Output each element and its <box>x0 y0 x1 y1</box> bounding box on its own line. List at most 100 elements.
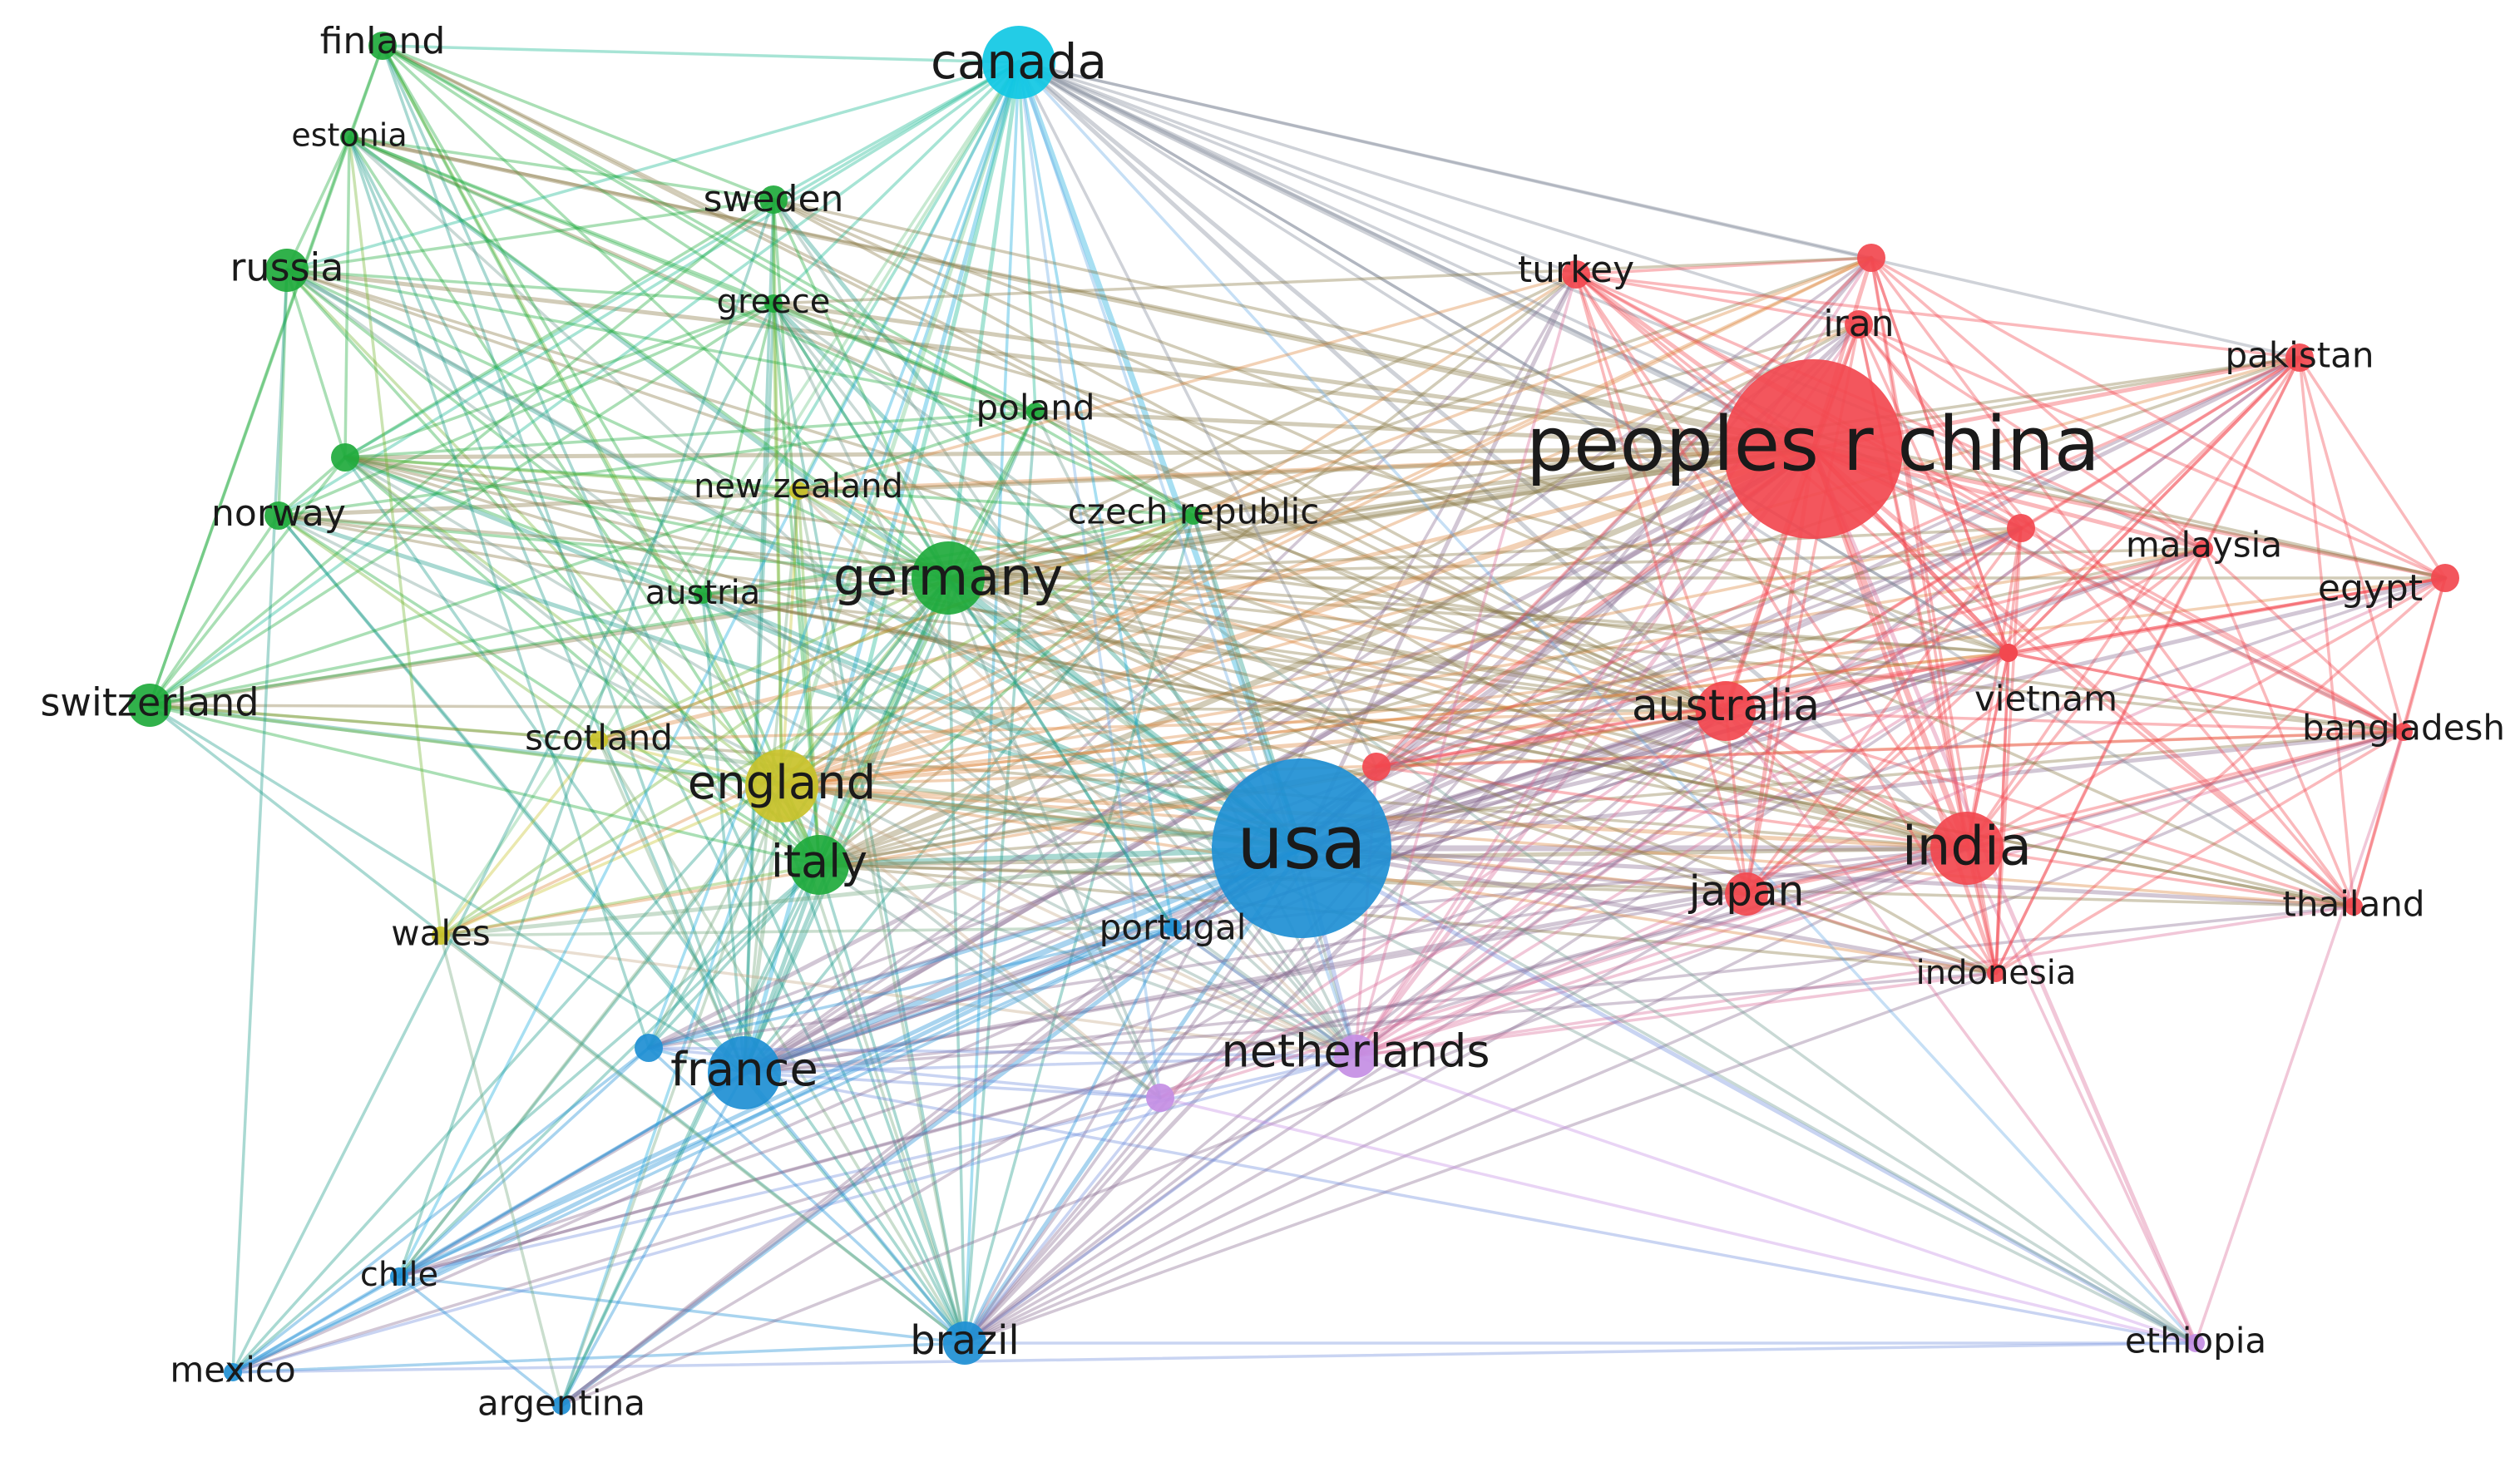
node-australia[interactable] <box>1696 681 1756 741</box>
edge-red_unlabeled_4-france <box>743 256 1873 1074</box>
node-austria[interactable] <box>694 585 712 604</box>
edge-egypt-chile <box>398 576 2447 1278</box>
node-greece[interactable] <box>764 294 783 313</box>
node-purple-unlabeled-1[interactable] <box>1146 1084 1174 1112</box>
edge-estonia-brazil <box>348 136 966 1345</box>
node-malaysia[interactable] <box>2195 540 2213 558</box>
edge-canada-england <box>779 60 1021 788</box>
edge-england-netherlands <box>780 784 1357 1058</box>
node-chile[interactable] <box>390 1267 408 1286</box>
edge-russia-poland <box>285 269 1037 413</box>
edge-egypt-peoples_r_china <box>1811 447 2448 580</box>
edge-pakistan-england <box>780 356 2301 788</box>
edge-argentina-italy <box>560 863 821 1407</box>
node-red-unlabeled-3[interactable] <box>1999 644 2018 662</box>
node-egypt[interactable] <box>2431 564 2459 592</box>
edge-peoples_r_china-germany <box>945 446 1816 581</box>
edge-czech_republic-indonesia <box>1192 514 1998 975</box>
edge-estonia-green_unlabeled_1 <box>343 136 351 459</box>
node-usa[interactable] <box>1212 758 1391 938</box>
node-portugal[interactable] <box>1164 918 1182 936</box>
edge-red_unlabeled_2-usa <box>1299 526 2023 851</box>
node-scotland[interactable] <box>590 731 608 749</box>
edge-red_unlabeled_2-red_unlabeled_3 <box>2007 526 2023 654</box>
edge-germany-netherlands <box>946 576 1357 1058</box>
edge-norway-france <box>277 514 746 1074</box>
edge-vietnam-germany <box>946 576 2010 654</box>
edge-turkey-france <box>743 273 1578 1074</box>
edge-red_unlabeled_4-england <box>780 256 1873 788</box>
node-turkey[interactable] <box>1562 260 1590 289</box>
node-india[interactable] <box>1930 812 2004 885</box>
node-bangladesh[interactable] <box>2394 723 2413 741</box>
edge-russia-austria <box>285 269 704 596</box>
label-bangladesh: bangladesh <box>2302 708 2505 748</box>
edge-sweden-canada <box>772 61 1020 201</box>
edge-finland-greece <box>381 44 775 305</box>
node-brazil[interactable] <box>943 1321 986 1365</box>
node-france[interactable] <box>708 1036 781 1109</box>
edge-thailand-usa <box>1299 846 2356 909</box>
edge-red_unlabeled_2-australia <box>1724 526 2023 713</box>
node-england[interactable] <box>745 749 818 822</box>
node-green-unlabeled-1[interactable] <box>331 443 359 472</box>
node-canada[interactable] <box>982 26 1055 99</box>
node-ethiopia[interactable] <box>2186 1334 2205 1352</box>
edge-estonia-sweden <box>348 136 775 201</box>
label-sweden: sweden <box>704 178 844 220</box>
node-netherlands[interactable] <box>1334 1035 1377 1078</box>
node-mexico[interactable] <box>224 1363 242 1381</box>
edge-chile-brazil <box>398 1275 966 1345</box>
edge-turkey-new_zealand <box>797 273 1578 492</box>
node-norway[interactable] <box>264 501 293 530</box>
edge-netherlands-brazil <box>963 1055 1357 1345</box>
edge-finland-france <box>381 44 746 1074</box>
edge-mexico-greece <box>231 302 775 1374</box>
edge-pakistan-turkey <box>1574 273 2301 359</box>
edge-italy-green_unlabeled_1 <box>343 456 821 867</box>
edge-pakistan-india <box>1965 356 2301 850</box>
node-thailand[interactable] <box>2345 897 2363 916</box>
edge-new_zealand-peoples_r_china <box>796 447 1816 493</box>
node-wales[interactable] <box>432 926 450 945</box>
edge-malaysia-england <box>780 547 2206 788</box>
node-japan[interactable] <box>1725 872 1768 916</box>
edge-blue_unlabeled_1-estonia <box>348 136 650 1050</box>
node-new-zealand[interactable] <box>789 482 808 500</box>
edge-czech_republic-green_unlabeled_1 <box>343 456 1195 517</box>
node-argentina[interactable] <box>552 1396 571 1415</box>
edge-indonesia-brazil <box>963 971 1998 1345</box>
node-indonesia[interactable] <box>1987 964 2005 982</box>
node-red-unlabeled-2[interactable] <box>2007 514 2035 542</box>
edge-red_unlabeled_4-usa <box>1299 255 1874 851</box>
edge-iran-canada <box>1017 61 1860 326</box>
node-poland[interactable] <box>1026 403 1045 421</box>
edge-poland-netherlands <box>1034 410 1357 1058</box>
edge-blue_unlabeled_1-peoples_r_china <box>646 447 1816 1050</box>
label-malaysia: malaysia <box>2126 525 2282 566</box>
node-switzerland[interactable] <box>128 684 171 727</box>
node-sweden[interactable] <box>759 185 788 214</box>
edge-purple_unlabeled_1-greece <box>772 302 1162 1099</box>
node-blue-unlabeled-1[interactable] <box>635 1034 663 1062</box>
node-germany[interactable] <box>912 541 985 615</box>
node-russia[interactable] <box>265 249 309 292</box>
edge-purple_unlabeled_1-australia <box>1159 709 1727 1099</box>
edge-pakistan-malaysia <box>2202 356 2301 551</box>
label-pakistan: pakistan <box>2225 335 2374 376</box>
node-czech-republic[interactable] <box>1184 506 1203 525</box>
node-peoples-r-china[interactable] <box>1723 359 1903 539</box>
node-pakistan[interactable] <box>2285 343 2314 372</box>
edge-germany-brazil <box>946 576 966 1345</box>
node-red-unlabeled-1[interactable] <box>1362 753 1391 781</box>
edge-wales-netherlands <box>439 934 1357 1058</box>
node-red-unlabeled-4[interactable] <box>1857 244 1885 272</box>
edge-red_unlabeled_3-greece <box>772 302 2010 654</box>
node-italy[interactable] <box>789 835 849 895</box>
edge-thailand-malaysia <box>2202 547 2355 908</box>
node-finland[interactable] <box>368 32 397 60</box>
node-iran[interactable] <box>1845 310 1873 338</box>
edge-green_unlabeled_1-switzerland <box>148 456 347 707</box>
edge-indonesia-vietnam <box>1994 651 2010 975</box>
node-estonia[interactable] <box>340 128 358 146</box>
